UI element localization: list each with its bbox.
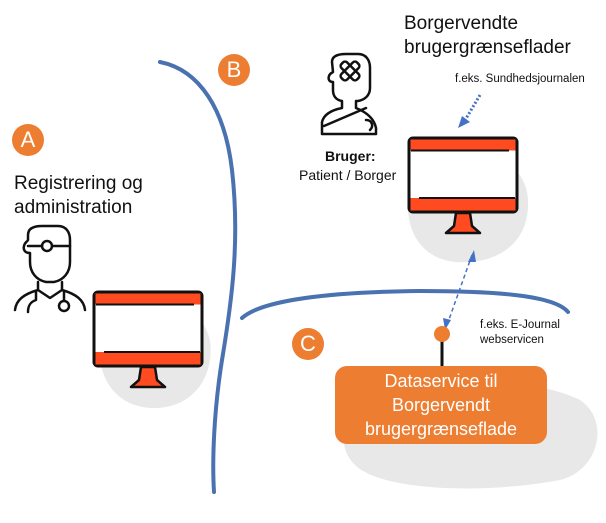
monitor-icon (407, 136, 519, 235)
dataservice-box: Dataservice til Borgervendt brugergrænse… (335, 366, 547, 444)
dotted-arrow-head (458, 116, 470, 128)
divider-curve-vertical (158, 60, 238, 494)
dataservice-line3: brugergrænseflade (364, 419, 518, 439)
user-label: Bruger: (325, 148, 376, 164)
divider-curve-horizontal (240, 288, 570, 320)
section-b-title-line2: brugergrænseflader (404, 37, 571, 58)
connector-dot (434, 326, 450, 342)
section-a-title: Registrering og administration (14, 172, 143, 220)
arrow-head-up (468, 250, 476, 262)
section-c-example-line2: webservicen (480, 334, 544, 346)
dotted-arrow-line (462, 94, 482, 123)
badge-b: B (218, 54, 250, 86)
section-a-title-line2: administration (14, 197, 133, 218)
section-c-example-line1: f.eks. E-Journal (480, 319, 560, 331)
dashed-double-arrow (446, 254, 473, 326)
section-c-example: f.eks. E-Journal webservicen (480, 318, 560, 348)
badge-a: A (12, 124, 44, 156)
patient-icon (320, 52, 378, 136)
section-b-example: f.eks. Sundhedsjournalen (455, 73, 585, 85)
section-b-title-line1: Borgervendte (404, 13, 519, 34)
section-a-title-line1: Registrering og (14, 173, 143, 194)
dataservice-line2: Borgervendt (391, 395, 491, 415)
section-b-title: Borgervendte brugergrænseflader (404, 12, 571, 60)
monitor-icon (92, 290, 204, 389)
user-sublabel: Patient / Borger (299, 167, 397, 183)
badge-c: C (292, 328, 324, 360)
dataservice-line1: Dataservice til (384, 371, 498, 391)
doctor-icon (13, 224, 87, 314)
